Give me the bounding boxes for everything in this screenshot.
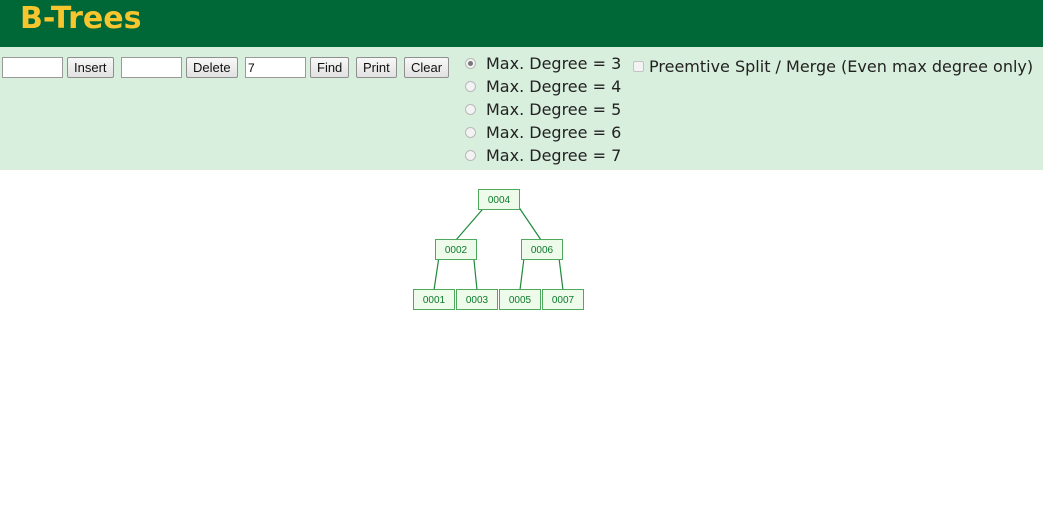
node-key: 0005 [509,295,532,306]
tree-node: 0007 [542,289,584,310]
degree-option-7[interactable]: Max. Degree = 7 [463,144,621,166]
node-key: 0003 [466,295,489,306]
delete-input[interactable] [121,57,182,78]
tree-node: 0001 [413,289,455,310]
degree-option-4[interactable]: Max. Degree = 4 [463,75,621,97]
node-key: 0007 [552,295,575,306]
degree-label: Max. Degree = 7 [486,145,622,165]
radio-button[interactable] [465,126,476,138]
node-key: 0001 [423,295,446,306]
tree-node: 0003 [456,289,498,310]
degree-option-6[interactable]: Max. Degree = 6 [463,121,621,143]
btree-canvas: 0004 0002 0006 0001 0003 0005 0007 [413,189,584,310]
control-panel: Insert Delete Find Print Clear Max. Degr… [0,47,1043,170]
preemptive-checkbox[interactable] [633,60,644,72]
page-title: B-Trees [20,1,142,36]
preemptive-option[interactable]: Preemtive Split / Merge (Even max degree… [633,55,1033,77]
preemptive-label: Preemtive Split / Merge (Even max degree… [649,56,1034,76]
tree-node: 0002 [435,239,477,260]
radio-button[interactable] [465,103,476,115]
radio-button[interactable] [465,80,476,92]
find-input[interactable] [245,57,306,78]
degree-option-3[interactable]: Max. Degree = 3 [463,52,621,74]
tree-node: 0005 [499,289,541,310]
insert-input[interactable] [2,57,63,78]
edge-root-right [515,202,542,241]
insert-button[interactable]: Insert [67,57,114,78]
degree-label: Max. Degree = 6 [486,122,622,142]
app-header: B-Trees [0,0,1043,47]
radio-button[interactable] [465,57,476,69]
tree-node: 0006 [521,239,563,260]
degree-option-5[interactable]: Max. Degree = 5 [463,98,621,120]
node-key: 0002 [445,245,468,256]
tree-node-root: 0004 [478,189,520,210]
degree-label: Max. Degree = 4 [486,76,622,96]
radio-button[interactable] [465,149,476,161]
clear-button[interactable]: Clear [404,57,450,78]
delete-button[interactable]: Delete [186,57,238,78]
degree-label: Max. Degree = 5 [486,99,622,119]
degree-label: Max. Degree = 3 [486,53,622,73]
node-key: 0006 [531,245,554,256]
find-button[interactable]: Find [310,57,350,78]
print-button[interactable]: Print [356,57,397,78]
node-key: 0004 [488,195,511,206]
